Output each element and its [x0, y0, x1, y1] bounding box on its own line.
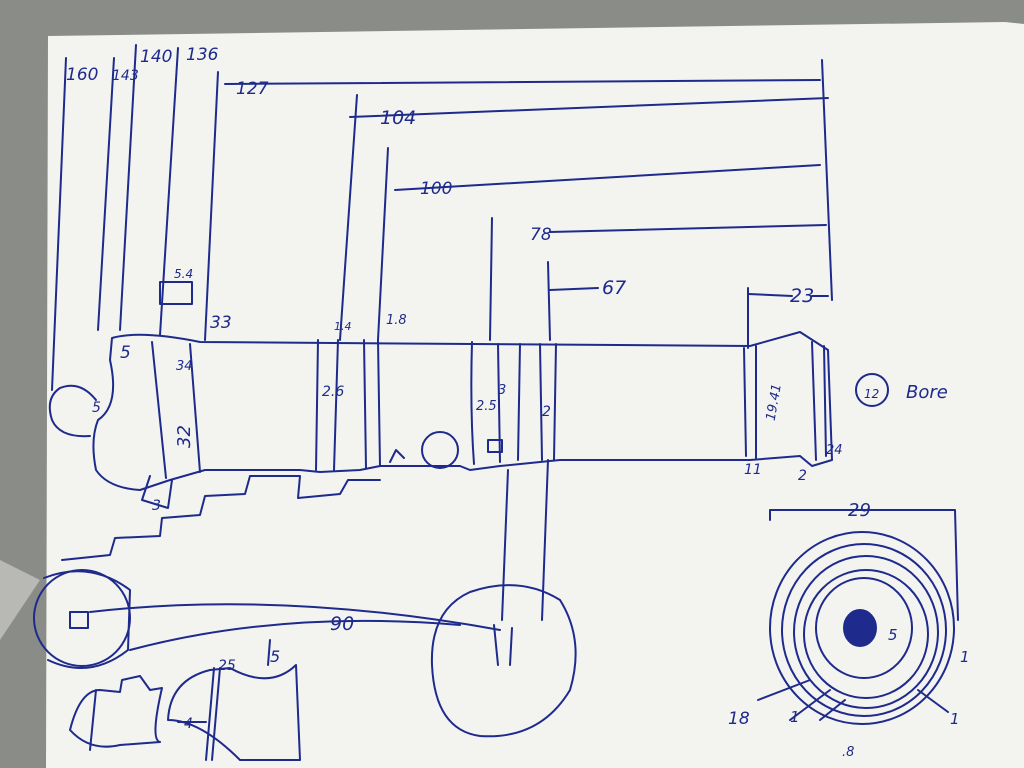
label-19-41: 19.41 [764, 383, 785, 422]
label-4: 4 [184, 716, 193, 732]
vent-box [159, 281, 193, 305]
bore-number: 12 [864, 387, 879, 401]
dim-line-67 [547, 261, 551, 341]
carriage-steps [61, 475, 381, 561]
cannon-body [92, 331, 833, 491]
reinforce-band-1 [315, 339, 381, 471]
spool-part-1-line [89, 689, 97, 751]
label-5-4: 5.4 [174, 267, 193, 281]
label-67: 67 [602, 277, 626, 299]
detail-drop-lines [501, 459, 549, 621]
ring-leaders [757, 679, 949, 721]
label-5c: 5 [888, 626, 898, 644]
label-143: 143 [112, 68, 139, 84]
breech-band-1 [151, 341, 167, 479]
label-25: 25 [218, 658, 236, 674]
label-0-8: .8 [842, 745, 854, 760]
arrow-67 [549, 287, 599, 291]
breech-band-2 [189, 343, 201, 473]
arrow-23 [747, 293, 829, 297]
spool-part-1 [69, 675, 163, 748]
cascabel-knob [48, 384, 97, 438]
arrow-100 [394, 164, 821, 191]
label-1c: 1 [790, 708, 800, 726]
label-2-5: 2.5 [476, 399, 497, 414]
base-ring-foot [141, 475, 173, 509]
dim-line-104 [339, 94, 358, 341]
spool-part-2-lines [205, 667, 221, 761]
bore-label: Bore [906, 382, 948, 403]
label-140: 140 [140, 47, 172, 67]
width-dim-29 [769, 509, 959, 621]
dim-line-100 [377, 147, 389, 341]
table-edge [0, 560, 40, 640]
dim-line-140 [119, 44, 137, 331]
label-24: 24 [826, 443, 843, 458]
label-29: 29 [848, 500, 871, 521]
arrow-90 [89, 603, 501, 631]
label-2: 2 [542, 404, 551, 420]
end-view-socket [69, 611, 89, 629]
label-78: 78 [530, 225, 552, 245]
dim-line-127 [204, 71, 219, 341]
label-23: 23 [790, 285, 814, 307]
label-136: 136 [186, 45, 219, 65]
label-33: 33 [210, 313, 232, 333]
trunnion-detail [389, 449, 405, 463]
detail-slot [493, 624, 513, 666]
label-1-8: 1.8 [386, 313, 407, 328]
arrow-104 [349, 97, 829, 118]
spool-part-2 [167, 664, 301, 761]
end-view-rim [43, 570, 131, 669]
label-3: 3 [498, 383, 506, 398]
label-5-knob: 5 [92, 400, 101, 416]
label-104: 104 [380, 107, 416, 129]
arrow-78 [549, 224, 827, 233]
label-127: 127 [236, 79, 269, 99]
detail-circle [430, 584, 577, 738]
label-160: 160 [66, 65, 98, 85]
dimension-labels: 160 143 140 136 127 104 100 78 67 23 33 … [66, 45, 970, 760]
cannon-drawing [33, 44, 959, 761]
muzzle-bands [743, 341, 827, 461]
dim-line-78 [489, 217, 493, 341]
label-1b: 1 [950, 710, 960, 728]
label-100: 100 [420, 179, 452, 199]
trunnion [421, 431, 459, 469]
label-2-6: 2.6 [322, 384, 344, 400]
dim-line-143 [97, 57, 115, 331]
label-1-4: 1.4 [334, 320, 352, 333]
label-11: 11 [744, 462, 762, 478]
label-34: 34 [176, 359, 193, 374]
label-1a: 1 [960, 648, 970, 666]
label-3b: 3 [152, 498, 161, 514]
label-90: 90 [330, 613, 354, 635]
label-32: 32 [174, 425, 195, 448]
label-5b: 5 [270, 647, 280, 666]
reinforce-band-2 [470, 341, 557, 465]
dim-line-160 [51, 57, 67, 391]
sight-block [487, 439, 503, 453]
muzzle-rings [769, 531, 955, 725]
arrow-127 [224, 79, 821, 85]
bore-circle [855, 373, 889, 407]
muzzle-datum-line [821, 59, 833, 301]
label-5-top: 5 [120, 343, 131, 363]
paper-sheet [46, 22, 1024, 768]
spool-tick [267, 639, 271, 666]
dim-line-136 [159, 47, 179, 336]
label-18: 18 [728, 709, 750, 729]
label-2b: 2 [798, 468, 807, 484]
arrow-90-lower [129, 619, 461, 651]
